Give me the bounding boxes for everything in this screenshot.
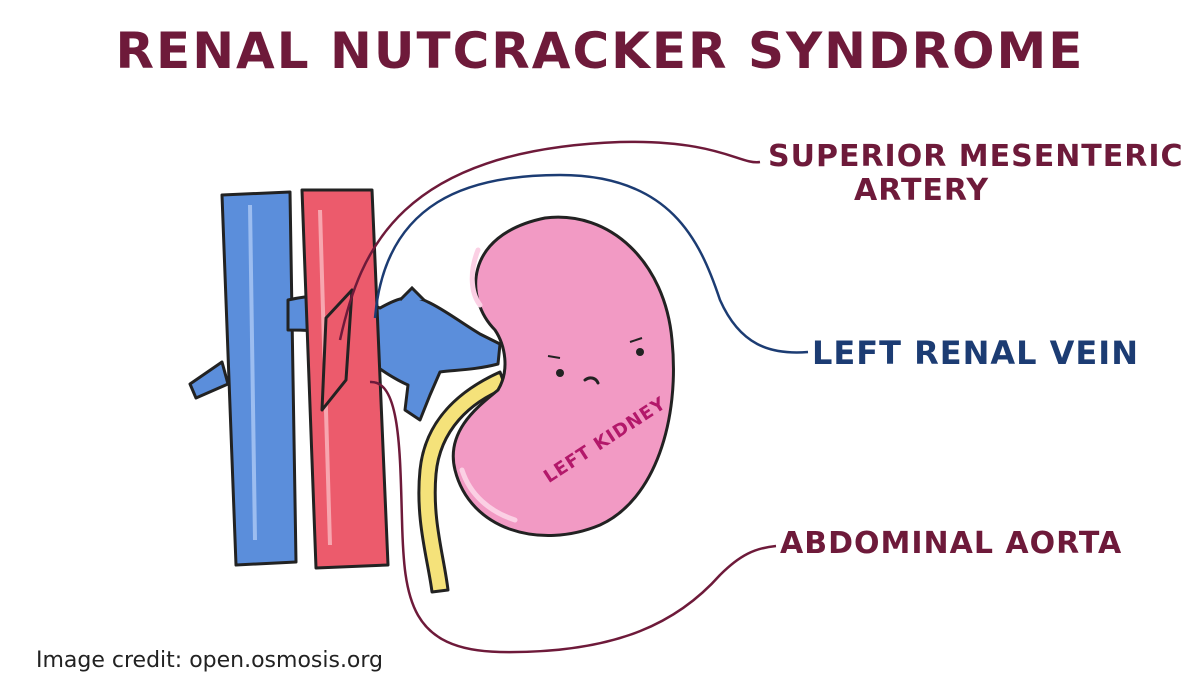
sma-leader-line (338, 140, 761, 341)
left-kidney (451, 215, 675, 537)
left-ureter (417, 370, 508, 594)
renal-vein-leader-line (373, 173, 809, 354)
diagram-title: RENAL NUTCRACKER SYNDROME (115, 22, 1085, 80)
label-superior-mesenteric-artery: SUPERIOR MESENTERIC ARTERY (768, 140, 1184, 208)
aorta-leader-line (369, 380, 777, 654)
label-sma-line1: SUPERIOR MESENTERIC (768, 139, 1184, 174)
inferior-vena-cava (188, 190, 298, 567)
label-abdominal-aorta: ABDOMINAL AORTA (780, 526, 1123, 561)
label-left-renal-vein: LEFT RENAL VEIN (812, 334, 1139, 372)
label-sma-line2: ARTERY (854, 173, 990, 208)
image-credit: Image credit: open.osmosis.org (36, 648, 384, 673)
kidney-face (547, 337, 644, 385)
